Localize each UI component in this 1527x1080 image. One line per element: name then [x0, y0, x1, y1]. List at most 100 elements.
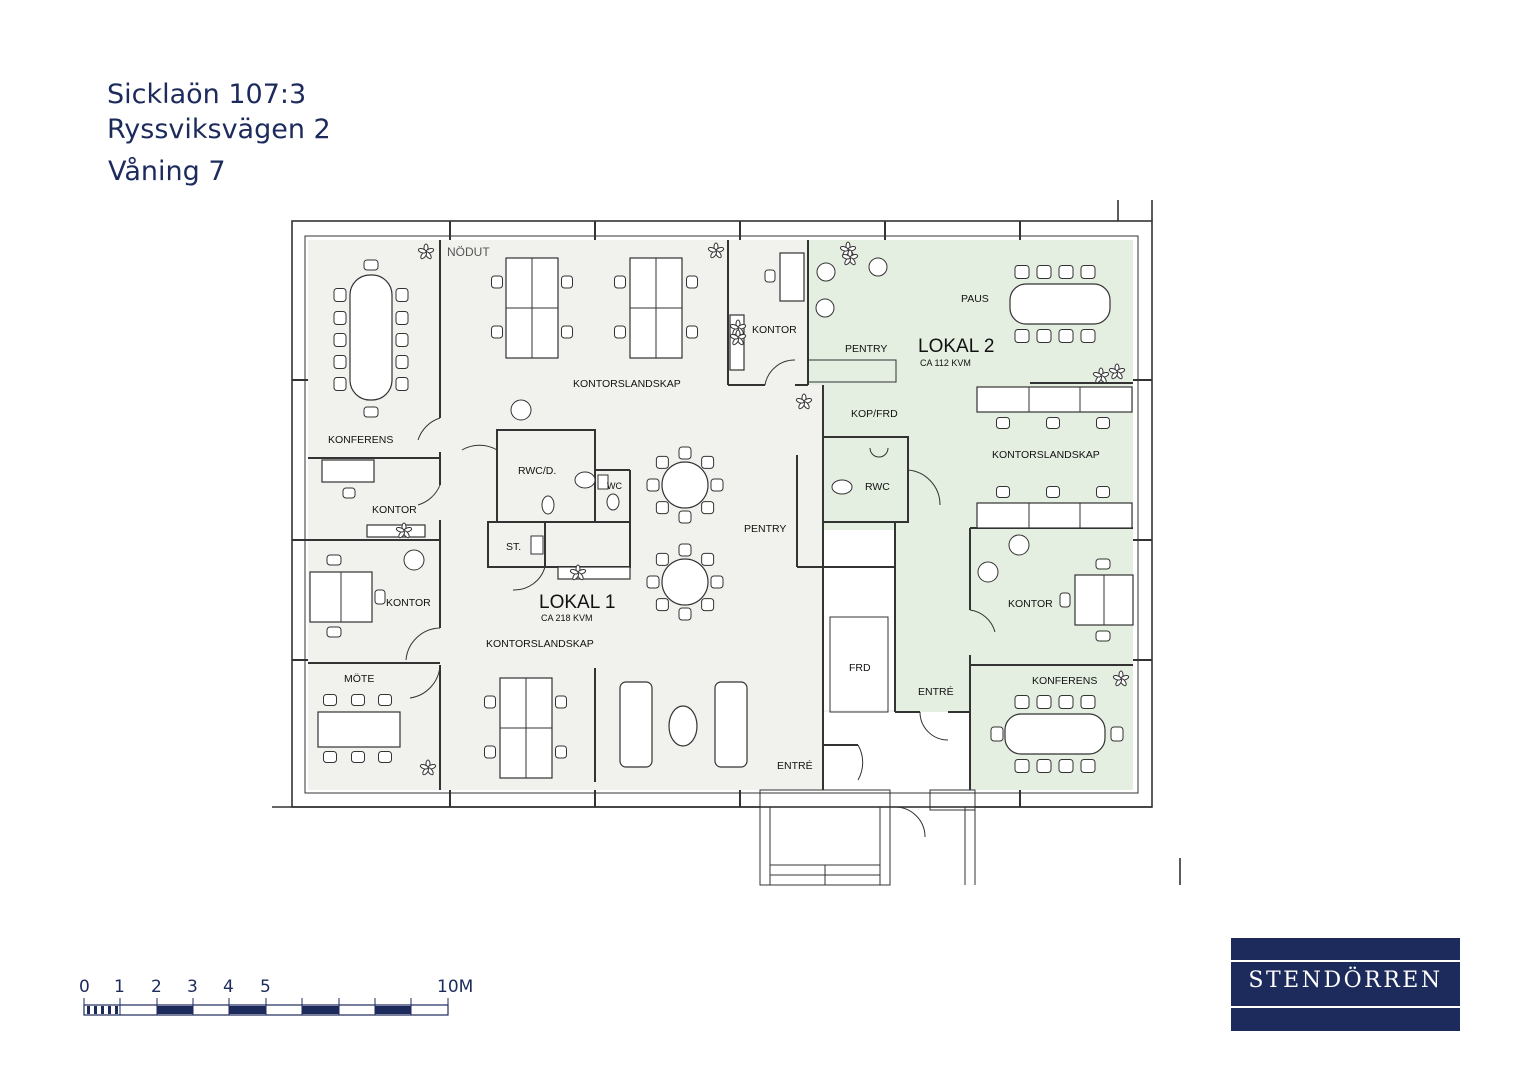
chair [1095, 630, 1111, 642]
plant-icon [841, 249, 859, 266]
lokal-2-area-label: CA 112 KVM [920, 358, 971, 368]
armchair [1008, 534, 1030, 556]
chair [701, 455, 715, 469]
chair [1058, 329, 1074, 343]
chair [996, 486, 1010, 498]
plant-icon [1108, 363, 1126, 380]
plant-icon [1112, 670, 1130, 687]
street-address: Ryssviksvägen 2 [107, 114, 331, 145]
property-designation: Sicklaön 107:3 [107, 79, 307, 110]
lokal-2-area [808, 240, 1133, 790]
plant-icon [569, 564, 587, 581]
chair [1080, 695, 1096, 709]
furniture-chairs [323, 257, 1124, 773]
scale-label-5: 5 [260, 977, 271, 997]
chair [701, 501, 715, 515]
label-kopfrd: KOP/FRD [851, 408, 898, 420]
chair [561, 325, 573, 339]
stool [816, 262, 836, 282]
chair [491, 275, 503, 289]
chair [333, 311, 347, 325]
chair [351, 694, 365, 706]
chair [1036, 759, 1052, 773]
outer-walls [272, 200, 1181, 885]
chair [395, 288, 409, 302]
chair [686, 325, 698, 339]
chair [678, 510, 692, 524]
chair [1080, 265, 1096, 279]
stendorren-logo: STENDÖRREN [1231, 938, 1460, 1031]
chair [678, 607, 692, 621]
chair [555, 695, 567, 709]
chair [378, 694, 392, 706]
chair [710, 575, 724, 589]
chair [395, 333, 409, 347]
chair [1080, 759, 1096, 773]
lokal-2-name: LOKAL 2 [918, 336, 994, 357]
door-swings [405, 359, 996, 838]
label-entre-l2: ENTRÉ [918, 685, 954, 698]
plant-icon [707, 242, 725, 259]
chair [678, 446, 692, 460]
armchair [403, 549, 425, 571]
chair [1014, 759, 1030, 773]
chair [990, 726, 1004, 742]
label-kontorslandskap-top: KONTORSLANDSKAP [573, 378, 681, 390]
chair [484, 695, 496, 709]
chair [701, 598, 715, 612]
chair [1014, 695, 1030, 709]
chair [555, 745, 567, 759]
chair [655, 598, 669, 612]
chair [614, 325, 626, 339]
chair [395, 355, 409, 369]
chair [333, 377, 347, 391]
chair [1058, 695, 1074, 709]
label-kontorslandskap-bottom: KONTORSLANDSKAP [486, 638, 594, 650]
chair [395, 311, 409, 325]
label-kontor-l2: KONTOR [1008, 598, 1053, 610]
logo-text: STENDÖRREN [1248, 968, 1443, 993]
label-kontor-b: KONTOR [386, 597, 431, 609]
label-kontor-a: KONTOR [372, 504, 417, 516]
chair [561, 275, 573, 289]
table-dividers [340, 258, 1105, 778]
chair [323, 694, 337, 706]
chair [1014, 265, 1030, 279]
label-pentry-l2: PENTRY [845, 343, 887, 355]
armchair [977, 561, 999, 583]
scale-label-3: 3 [187, 977, 198, 997]
plant-icon [395, 522, 413, 539]
chair [333, 333, 347, 347]
chair [646, 575, 660, 589]
armchair [510, 399, 532, 421]
stool [815, 298, 835, 318]
chair [395, 377, 409, 391]
label-konferens-l1: KONFERENS [328, 434, 393, 446]
label-mote: MÖTE [344, 673, 374, 685]
label-entre-l1: ENTRÉ [777, 759, 813, 772]
chair [710, 478, 724, 492]
chair [1096, 486, 1110, 498]
lokal-1-name: LOKAL 1 [539, 592, 615, 613]
chair [686, 275, 698, 289]
chair [1036, 329, 1052, 343]
chair [1058, 265, 1074, 279]
chair [655, 455, 669, 469]
chair [333, 288, 347, 302]
chair [484, 745, 496, 759]
lokal-1-area [308, 240, 895, 790]
chair [378, 751, 392, 763]
chair [1110, 726, 1124, 742]
chair [614, 275, 626, 289]
chair [1096, 417, 1110, 429]
chair [1058, 759, 1074, 773]
plants [395, 241, 1130, 776]
chair [1095, 558, 1111, 570]
chair [1046, 417, 1060, 429]
chair [764, 269, 776, 283]
chair [1059, 592, 1071, 608]
plant-icon [417, 243, 435, 260]
chair [1046, 486, 1060, 498]
label-nodut: NÖDUT [447, 245, 490, 259]
